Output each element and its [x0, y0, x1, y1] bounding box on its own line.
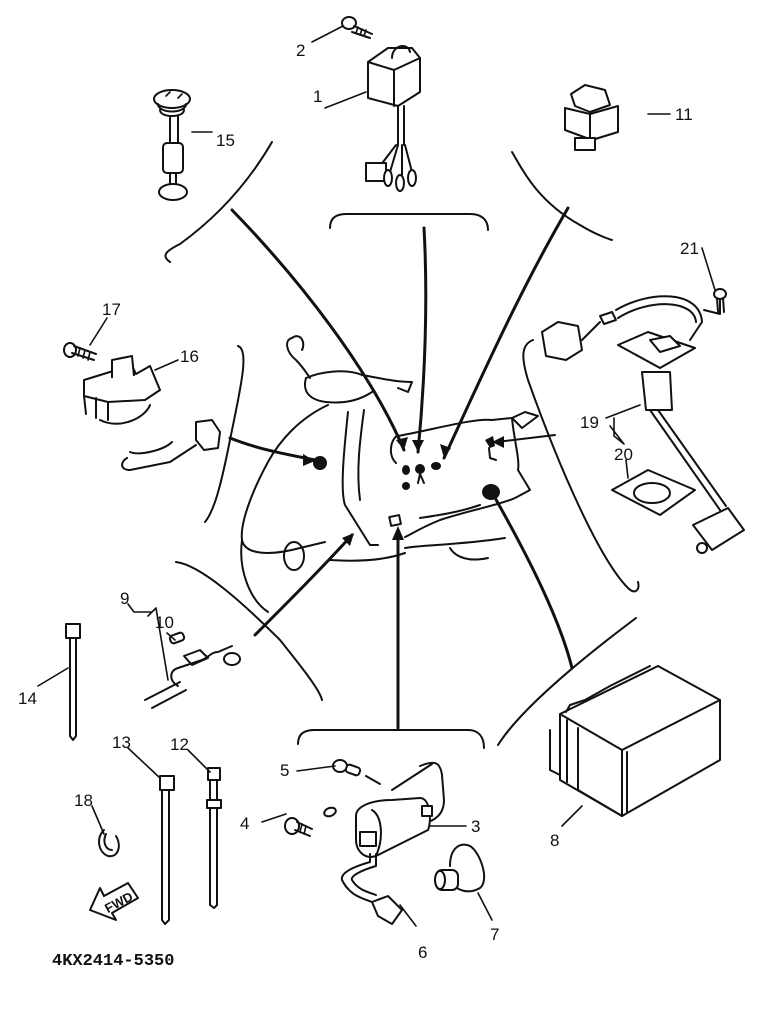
callout-1: 1: [313, 87, 322, 106]
part-cable-band-14: [65, 623, 81, 741]
callout-15: 15: [216, 131, 235, 150]
fwd-arrow: FWD: [89, 882, 139, 921]
bracket-lower-left: [175, 561, 323, 701]
callout-7: 7: [490, 925, 499, 944]
bracket-right: [522, 339, 640, 593]
callout-leaders: [37, 25, 716, 927]
leader-cdi-left: [230, 208, 406, 452]
part-fuel-sender: [541, 295, 745, 554]
group-brackets: [164, 141, 640, 749]
part-screw-21: [713, 288, 727, 313]
callout-8: 8: [550, 831, 559, 850]
part-gasket: [611, 469, 696, 516]
part-rectifier-regulator: [83, 355, 221, 471]
diagram-code: 4KX2414-5350: [52, 952, 174, 971]
part-switch: [153, 89, 191, 201]
part-clamp: [98, 829, 120, 858]
callout-4: 4: [240, 814, 249, 833]
leader-rectifier: [228, 436, 317, 462]
bracket-lower-right: [497, 617, 637, 746]
callout-21: 21: [680, 239, 699, 258]
part-screw-5: [332, 759, 381, 785]
part-ignition-coil: [355, 761, 445, 858]
callout-20: 20: [614, 445, 633, 464]
part-harness-lead: [144, 645, 241, 709]
part-screw-2: [341, 16, 373, 39]
callout-5: 5: [280, 761, 289, 780]
callout-13: 13: [112, 733, 131, 752]
leader-lines: [228, 206, 574, 730]
bracket-bottom-center: [297, 729, 485, 749]
part-cable-band-12: [206, 767, 222, 909]
leader-harness: [253, 533, 354, 637]
bracket-top-left: [164, 141, 273, 263]
leader-relay: [442, 206, 570, 460]
callout-19: 19: [580, 413, 599, 432]
callout-labels: 1 2 3 4 5 6 7 8 9 10 11 12 13 14 15 16 1…: [18, 41, 699, 962]
callout-12: 12: [170, 735, 189, 754]
bracket-top-center: [329, 213, 489, 231]
callout-16: 16: [180, 347, 199, 366]
part-cdi-unit: [365, 45, 421, 192]
callout-17: 17: [102, 300, 121, 319]
callout-18: 18: [74, 791, 93, 810]
part-battery: [549, 665, 721, 817]
fwd-label: FWD: [102, 889, 135, 916]
callout-10: 10: [155, 613, 174, 632]
part-spark-plug-cap: [340, 853, 403, 925]
part-bolt-17: [63, 342, 97, 361]
leader-fuel-sender: [495, 434, 556, 443]
callout-6: 6: [418, 943, 427, 962]
part-relay: [564, 84, 619, 151]
part-fuse: [168, 631, 186, 645]
bracket-top-right: [511, 151, 613, 241]
callout-3: 3: [471, 817, 480, 836]
part-bolt-4: [284, 806, 337, 837]
part-cover: [434, 843, 486, 893]
callout-11: 11: [675, 105, 693, 124]
leader-cdi-center: [416, 226, 428, 454]
bracket-left: [204, 345, 245, 523]
callout-14: 14: [18, 689, 37, 708]
part-cable-band-13: [159, 775, 175, 925]
leader-battery: [492, 494, 574, 670]
scooter-outline: [240, 335, 539, 613]
callout-9: 9: [120, 589, 129, 608]
callout-2: 2: [296, 41, 305, 60]
